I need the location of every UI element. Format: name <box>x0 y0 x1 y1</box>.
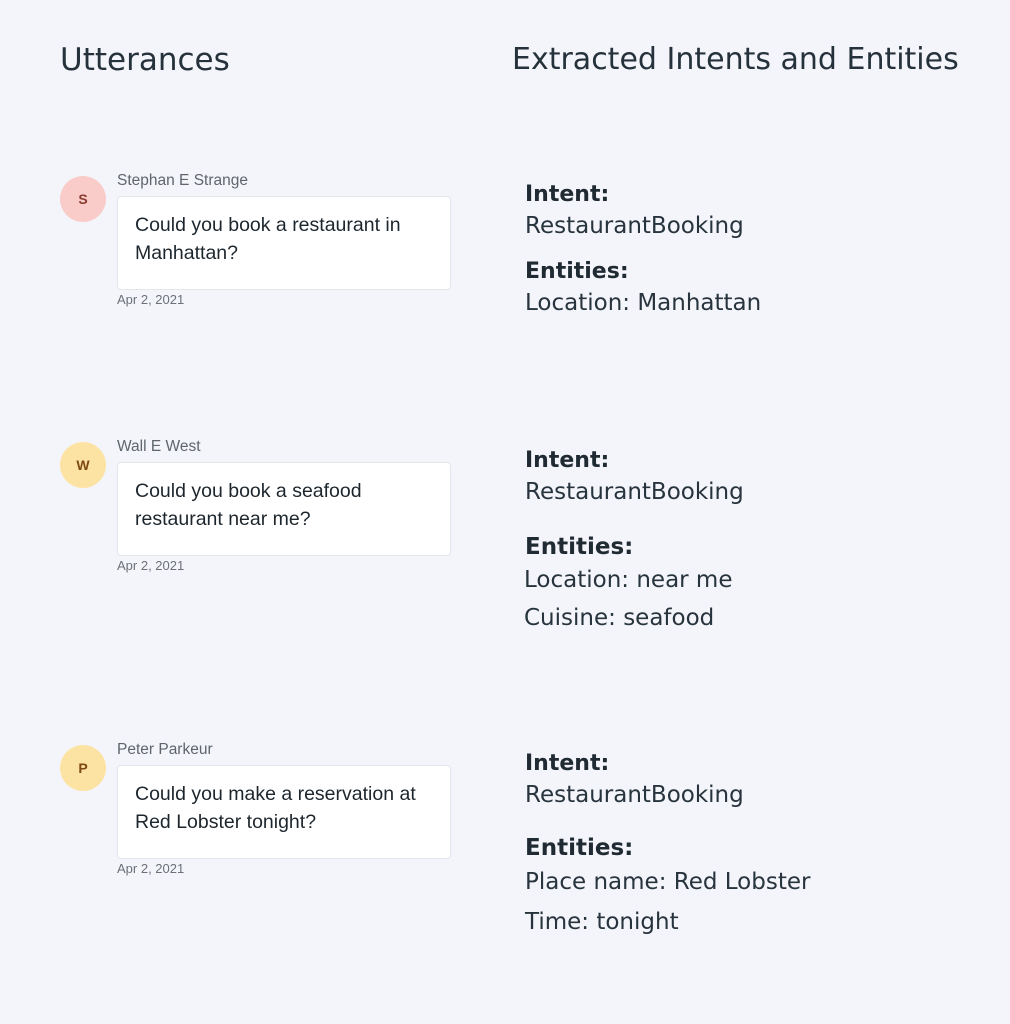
entity-item: Time: tonight <box>525 909 679 935</box>
extraction-result: Intent: RestaurantBooking Entities: Loca… <box>525 181 995 320</box>
message-bubble: Could you make a reservation at Red Lobs… <box>117 765 451 859</box>
entity-item: Place name: Red Lobster <box>525 869 811 895</box>
intent-value: RestaurantBooking <box>525 782 744 808</box>
entities-label: Entities: <box>525 835 634 861</box>
intent-label: Intent: <box>525 448 610 473</box>
utterance-card: W Wall E West Could you book a seafood r… <box>0 438 500 602</box>
intent-value: RestaurantBooking <box>525 479 744 505</box>
utterance-card: S Stephan E Strange Could you book a res… <box>0 172 500 336</box>
avatar[interactable]: W <box>60 442 106 488</box>
extraction-result: Intent: RestaurantBooking Entities: Plac… <box>525 750 995 942</box>
entity-item: Location: Manhattan <box>525 290 762 316</box>
utterance-card: P Peter Parkeur Could you make a reserva… <box>0 741 500 905</box>
sender-name: Stephan E Strange <box>117 172 248 189</box>
message-date: Apr 2, 2021 <box>117 558 185 573</box>
avatar[interactable]: P <box>60 745 106 791</box>
entities-label: Entities: <box>525 259 629 284</box>
message-bubble: Could you book a seafood restaurant near… <box>117 462 451 556</box>
sender-name: Peter Parkeur <box>117 741 213 758</box>
message-date: Apr 2, 2021 <box>117 292 185 307</box>
entities-label: Entities: <box>525 534 634 560</box>
utterances-heading: Utterances <box>60 42 230 78</box>
entity-item: Cuisine: seafood <box>524 605 715 631</box>
entity-item: Location: near me <box>524 567 733 593</box>
sender-name: Wall E West <box>117 438 201 455</box>
message-date: Apr 2, 2021 <box>117 861 185 876</box>
message-bubble: Could you book a restaurant in Manhattan… <box>117 196 451 290</box>
intent-label: Intent: <box>525 751 610 776</box>
extraction-result: Intent: RestaurantBooking Entities: Loca… <box>524 447 995 637</box>
intent-value: RestaurantBooking <box>525 213 744 239</box>
avatar[interactable]: S <box>60 176 106 222</box>
intent-label: Intent: <box>525 182 610 207</box>
extracted-heading: Extracted Intents and Entities <box>512 42 959 77</box>
